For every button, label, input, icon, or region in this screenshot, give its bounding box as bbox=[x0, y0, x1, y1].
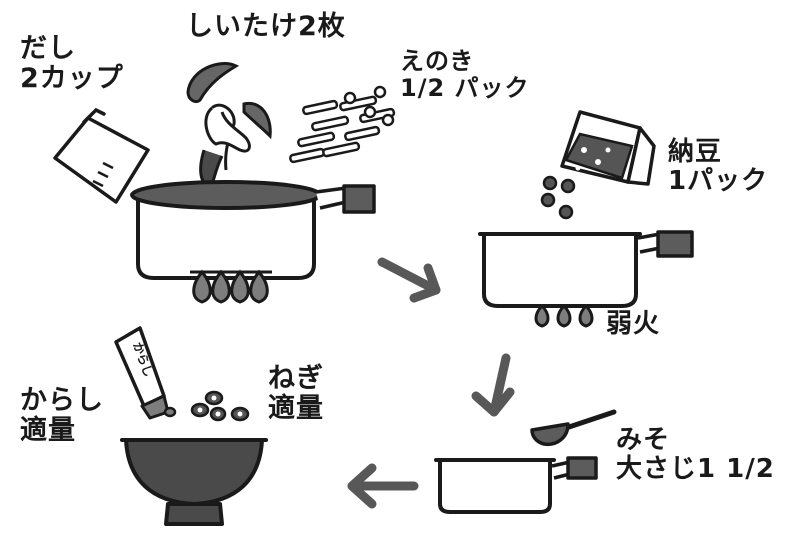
measuring-cup-icon bbox=[53, 107, 150, 204]
bowl-icon bbox=[120, 438, 268, 526]
negi-icon bbox=[190, 390, 250, 422]
pot-3 bbox=[434, 456, 598, 514]
negi-label: ねぎ 適量 bbox=[268, 363, 324, 425]
flame-icon bbox=[190, 269, 272, 304]
pot-1 bbox=[130, 180, 376, 280]
natto-pack-icon bbox=[540, 110, 656, 220]
shiitake-label: しいたけ2枚 bbox=[186, 11, 346, 42]
arrow-icon bbox=[347, 463, 419, 509]
karashi-drop-icon bbox=[163, 406, 177, 418]
natto-label: 納豆 1パック bbox=[668, 137, 769, 197]
dashi-label: だし 2カップ bbox=[20, 33, 124, 95]
karashi-label: からし 適量 bbox=[20, 385, 104, 447]
shiitake-icon bbox=[186, 62, 272, 193]
enoki-icon bbox=[289, 85, 396, 164]
arrow-icon bbox=[377, 257, 441, 303]
karashi-tube-icon: からし bbox=[114, 326, 170, 420]
heat-label: 弱火 bbox=[606, 309, 661, 339]
pot-2 bbox=[478, 230, 694, 308]
arrow-icon bbox=[471, 353, 515, 417]
measuring-spoon-icon bbox=[530, 409, 617, 447]
enoki-label: えのき 1/2 パック bbox=[400, 47, 530, 102]
low-flame-icon bbox=[532, 303, 596, 328]
miso-label: みそ 大さじ1 1/2 bbox=[616, 425, 775, 485]
